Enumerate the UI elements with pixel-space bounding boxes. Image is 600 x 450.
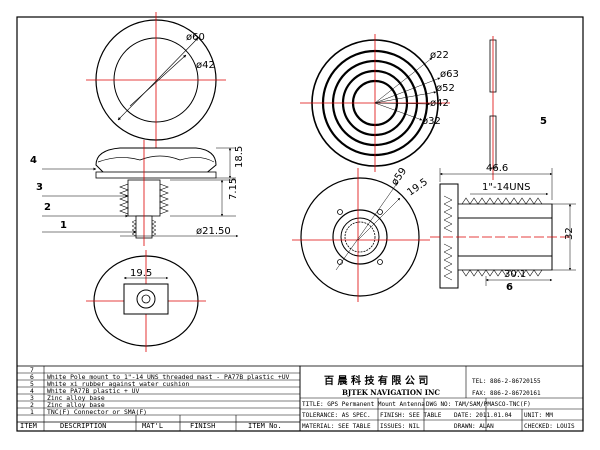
fax: FAX: 886-2-86720161 xyxy=(472,390,541,397)
dim-d59: ø59 xyxy=(389,166,409,188)
side-view: 18.5 7.15 ø21.50 4 3 2 1 xyxy=(30,140,245,246)
dim-7-15: 7.15 xyxy=(228,178,239,200)
dim-30-1: 30.1 xyxy=(504,269,526,280)
dim-thread: 1"-14UNS xyxy=(482,182,530,193)
finish: FINISH: SEE TABLE xyxy=(380,412,442,419)
pole-mount-front-view: ø59 19.5 xyxy=(292,166,430,302)
dim-d63: ø63 xyxy=(440,69,459,80)
top-view-disk: ø60 ø42 xyxy=(86,12,226,150)
callout-4: 4 xyxy=(30,155,37,166)
material: MATERIAL: SEE TABLE xyxy=(302,423,371,430)
issues: ISSUES: NIL xyxy=(380,423,420,430)
bom-row-5-num: 5 xyxy=(30,380,34,388)
bom-row-3-desc: Zinc alloy base xyxy=(47,394,105,402)
tolerance: TOLERANCE: AS SPEC. xyxy=(302,412,371,419)
company-name-en: BJTEK NAVIGATION INC xyxy=(342,388,440,397)
dim-19-5-right: 19.5 xyxy=(405,177,430,199)
bom-header-itemno: ITEM No. xyxy=(248,422,282,430)
callout-6: 6 xyxy=(506,282,513,293)
unit: UNIT: MM xyxy=(524,412,553,419)
bottom-view: 19.5 xyxy=(86,250,206,352)
dim-d42: ø42 xyxy=(430,98,449,109)
dim-d42-top: ø42 xyxy=(196,60,215,71)
dim-d52: ø52 xyxy=(436,83,455,94)
dim-19-5-bottom: 19.5 xyxy=(130,268,152,279)
bom-row-5-desc: White xi rubber against water cushion xyxy=(47,380,190,388)
bom-header-desc: DESCRIPTION xyxy=(60,422,106,430)
bom-row-6-num: 6 xyxy=(30,373,34,381)
drawn: DRAWN: ALAN xyxy=(454,423,494,430)
dwg-no: DWG NO: TAM/SAM/PMASCO-TNC(F) xyxy=(426,401,531,408)
dim-18-5: 18.5 xyxy=(234,146,245,168)
bom-row-4-num: 4 xyxy=(30,387,34,395)
date: DATE: 2011.01.04 xyxy=(454,412,512,419)
bom-row-1-desc: TNC(F) Connector or SMA(F) xyxy=(47,408,147,416)
bom-row-1-num: 1 xyxy=(30,408,34,416)
dim-d22: ø22 xyxy=(430,50,449,61)
bom-table: 7 6 White Pole mount to 1"-14 UNS thread… xyxy=(16,365,301,432)
company-name-cn: 百 晨 科 技 有 限 公 司 xyxy=(324,374,428,387)
gasket-rings-view: ø22 ø63 ø52 ø42 ø32 5 xyxy=(300,34,547,180)
bom-row-2-num: 2 xyxy=(30,401,34,409)
tel: TEL: 886-2-86720155 xyxy=(472,378,541,385)
dim-d60: ø60 xyxy=(186,32,205,43)
pole-mount-side-view: 46.6 1"-14UNS 32 30.1 6 xyxy=(430,163,576,293)
bom-row-2-desc: Zinc alloy base xyxy=(47,401,105,409)
dim-d21-50: ø21.50 xyxy=(196,226,231,237)
title-block: 百 晨 科 技 有 限 公 司 BJTEK NAVIGATION INC TEL… xyxy=(299,365,584,432)
callout-3: 3 xyxy=(36,182,43,193)
dim-46-6: 46.6 xyxy=(486,163,508,174)
dim-32: 32 xyxy=(564,227,575,240)
dim-d32: ø32 xyxy=(422,116,441,127)
callout-2: 2 xyxy=(44,202,51,213)
bom-row-6-desc: White Pole mount to 1"-14 UNS threaded m… xyxy=(47,373,290,381)
bom-row-4-desc: White PA77B plastic + UV xyxy=(47,387,139,395)
callout-1: 1 xyxy=(60,220,67,231)
bom-row-7-num: 7 xyxy=(30,366,34,374)
checked: CHECKED: LOUIS xyxy=(524,423,575,430)
bom-header-mat: MAT'L xyxy=(142,422,163,430)
bom-row-3-num: 3 xyxy=(30,394,34,402)
bom-header-finish: FINISH xyxy=(190,422,215,430)
drawing-title: TITLE: GPS Permanent Mount Antenna xyxy=(302,401,425,408)
bom-header-item: ITEM xyxy=(20,422,37,430)
callout-5: 5 xyxy=(540,116,547,127)
